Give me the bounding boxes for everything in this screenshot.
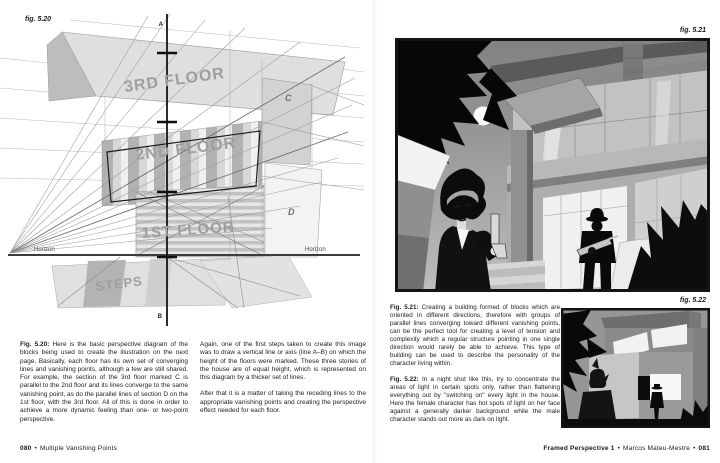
column-shadow [527,130,533,290]
axis-label-b: B [158,314,163,320]
left-wall-plane [46,31,97,102]
caption-paragraph: Again, one of the first steps taken to c… [200,341,366,382]
steps-dark-band [83,260,126,307]
page-gutter [371,0,377,463]
book-title: Framed Perspective 1 [543,445,615,452]
leg [583,263,595,290]
roof-slab [490,40,710,83]
figure-label-5-20: fig. 5.20 [25,16,52,23]
hat-brim [586,216,608,222]
horizon-label-right: Horizon [305,247,326,253]
section-label-c: C [285,93,292,103]
steps-mid-band [145,258,172,306]
page-number: 081 [698,445,710,452]
footer-separator: • [34,445,37,452]
chapter-title: Multiple Vanishing Points [39,445,118,452]
perspective-diagram: A B C D Horizon Horizon 3RD FLOOR 2ND FL… [0,13,365,326]
caption-text: Creating a building formed of blocks whi… [390,304,561,367]
study-foliage-right [679,400,710,428]
captions-right-page: Fig. 5.21: Creating a building formed of… [390,304,560,432]
glass-reflection [655,80,671,152]
male-character [576,208,619,290]
caption-paragraph: After that it is a matter of taking the … [200,390,366,415]
vertical-axis [157,14,177,326]
label-steps: STEPS [95,273,144,294]
eyes [454,204,471,208]
construction-lines [57,84,365,309]
foreground-base [395,234,429,292]
shirt [457,228,469,250]
pine-branch [479,68,517,130]
caption-label: Fig. 5.22: [390,376,419,383]
modern-house [449,40,710,292]
roof-underside [505,52,710,93]
vertical-guides [104,30,313,260]
study-dark-window [638,376,650,400]
study-window [651,324,687,348]
footer-separator: • [693,445,696,452]
caption-text: Here is the basic perspective diagram of… [20,341,188,423]
bold-section-outline [106,130,261,203]
balcony-slab [507,138,710,184]
lips [457,218,467,222]
leg [600,263,611,290]
figure-label-5-22: fig. 5.22 [679,297,706,304]
footer-separator: • [617,445,621,452]
lower-right-plane [199,254,313,309]
footer-left: 080•Multiple Vanishing Points [20,445,117,452]
illustration-night-house [395,38,710,292]
pistol [490,213,508,259]
horizon-label-left: Horizon [34,247,55,253]
study-male-silhouette [650,384,664,420]
foreground-mid [395,180,435,238]
study-right-wall [693,328,710,418]
hair [440,168,487,220]
caption-label: Fig. 5.21: [390,304,419,311]
gun-barrel [608,235,619,240]
label-1st-floor: 1ST FLOOR [141,219,235,242]
study-window [613,332,649,360]
pistol-barrel [490,213,500,245]
page-number: 080 [20,445,32,452]
section-d-plane [264,162,323,258]
figure-label-5-21: fig. 5.21 [679,27,706,34]
footer-right: Framed Perspective 1•Marcos Mateu-Mestre… [400,445,710,452]
illustration-frame [395,38,710,292]
balcony-fascia [507,156,710,192]
head [591,220,603,232]
tommy-gun [576,237,613,257]
neck [457,220,466,229]
canopy-edge [530,108,603,134]
hat-crown [590,208,604,218]
study-ground-shadow [561,419,710,428]
study-frame [561,308,710,428]
section-label-d: D [288,207,295,217]
caption-label: Fig. 5.20: [20,341,50,348]
female-character [435,168,508,292]
foreground-foliage [627,200,710,292]
axis-label-a: A [159,22,164,28]
illustration-value-study [561,308,710,428]
author-name: Marcos Mateu-Mestre [623,445,691,452]
pistol-grip [490,243,508,259]
study-female-silhouette [577,358,617,426]
caption-axis-explanation: Again, one of the first steps taken to c… [200,341,366,423]
gun-drum [588,247,596,255]
caption-fig-5-20: Fig. 5.20: Here is the basic perspective… [20,341,188,432]
caption-text: In a night shot like this, try to concen… [390,376,560,423]
study-branch [587,338,607,358]
